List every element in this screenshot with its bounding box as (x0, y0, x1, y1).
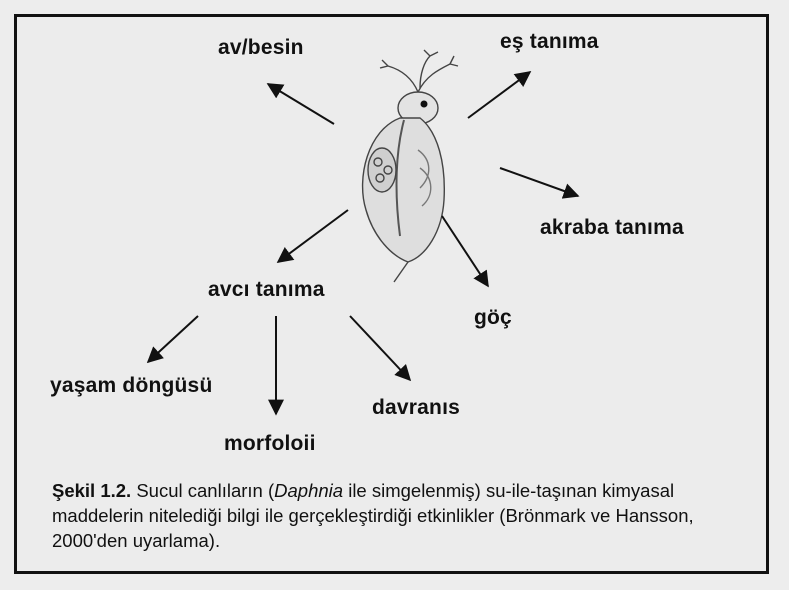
figure-caption: Şekil 1.2. Sucul canlıların (Daphnia ile… (52, 478, 742, 553)
caption-italic: Daphnia (274, 480, 343, 501)
label-avci-tanima: avcı tanıma (208, 278, 325, 302)
label-akraba-tanima: akraba tanıma (540, 216, 684, 240)
arrow-davranis (350, 316, 410, 380)
arrow-av-besin (268, 84, 334, 124)
label-av-besin: av/besin (218, 36, 304, 60)
label-es-tanima: eş tanıma (500, 30, 599, 54)
daphnia-icon (363, 50, 458, 282)
arrow-yasam-dongusu (148, 316, 198, 362)
figure-number: Şekil 1.2. (52, 480, 131, 501)
label-davranis: davranıs (372, 396, 460, 420)
arrow-akraba-tanima (500, 168, 578, 196)
arrow-goc (442, 216, 488, 286)
label-goc: göç (474, 306, 512, 330)
label-morfoloii: morfoloii (224, 432, 316, 456)
arrow-avci-tanima (278, 210, 348, 262)
label-yasam-dongusu: yaşam döngüsü (50, 374, 212, 398)
arrow-es-tanima (468, 72, 530, 118)
caption-text-before: Sucul canlıların ( (131, 480, 274, 501)
